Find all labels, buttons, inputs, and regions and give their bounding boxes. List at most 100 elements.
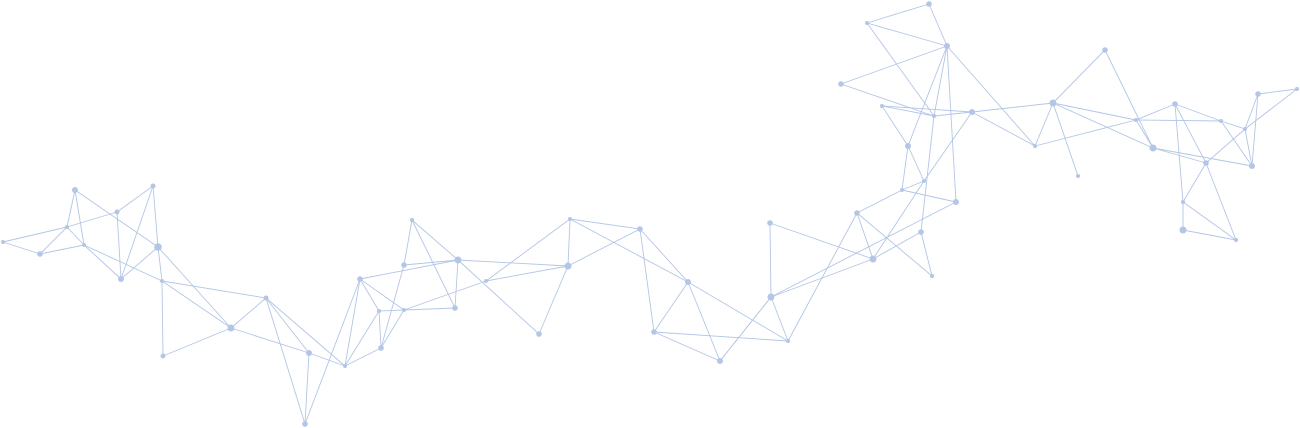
network-edge bbox=[901, 145, 909, 191]
network-edge bbox=[920, 115, 935, 233]
network-edge bbox=[378, 310, 382, 349]
network-edge bbox=[265, 297, 310, 354]
network-edge bbox=[856, 212, 933, 277]
network-edge bbox=[1182, 229, 1237, 241]
network-node bbox=[150, 183, 156, 189]
network-node bbox=[1234, 238, 1238, 242]
network-node bbox=[160, 353, 166, 359]
network-edge bbox=[1052, 49, 1106, 104]
network-node bbox=[880, 104, 884, 108]
network-edge bbox=[380, 264, 405, 349]
network-edge bbox=[787, 212, 858, 342]
network-node bbox=[72, 187, 78, 193]
network-edge bbox=[1220, 120, 1253, 167]
network-node bbox=[82, 243, 86, 247]
network-edge bbox=[856, 189, 903, 214]
network-node bbox=[564, 262, 572, 270]
network-edge bbox=[403, 280, 487, 311]
network-node bbox=[930, 274, 934, 278]
network-edge bbox=[567, 228, 641, 267]
network-edge bbox=[411, 219, 456, 309]
network-node bbox=[838, 81, 844, 87]
network-edge bbox=[39, 226, 68, 255]
network-node bbox=[1243, 127, 1247, 131]
network-node bbox=[1049, 99, 1057, 107]
network-edge bbox=[1182, 201, 1237, 241]
network-edge bbox=[157, 246, 232, 329]
network-node bbox=[1149, 144, 1157, 152]
network-edge bbox=[265, 297, 346, 367]
network-edge bbox=[66, 189, 76, 228]
network-edge bbox=[403, 219, 413, 266]
network-edge bbox=[265, 297, 306, 425]
network-node bbox=[651, 329, 657, 335]
network-node bbox=[302, 421, 308, 427]
network-node bbox=[932, 114, 936, 118]
network-node bbox=[484, 279, 488, 283]
network-edge bbox=[83, 244, 122, 280]
network-edge bbox=[120, 246, 159, 280]
network-edge bbox=[230, 327, 310, 354]
network-edge bbox=[881, 105, 935, 117]
network-node bbox=[402, 308, 406, 312]
network-node bbox=[854, 210, 860, 216]
network-edges bbox=[2, 3, 1298, 425]
network-node bbox=[1181, 200, 1185, 204]
network-node bbox=[1219, 119, 1223, 123]
network-node bbox=[378, 345, 384, 351]
network-edge bbox=[901, 180, 925, 191]
network-node bbox=[1255, 91, 1261, 97]
network-edge bbox=[1135, 119, 1222, 122]
network-node bbox=[263, 295, 269, 301]
network-edge bbox=[359, 259, 459, 280]
network-edge bbox=[567, 218, 571, 267]
network-edge bbox=[457, 259, 569, 267]
network-edge bbox=[769, 222, 874, 260]
network-edge bbox=[411, 219, 459, 261]
network-edge bbox=[769, 222, 772, 298]
network-node bbox=[953, 199, 959, 205]
network-node bbox=[454, 256, 462, 264]
network-edge bbox=[66, 226, 85, 246]
network-edge bbox=[1182, 162, 1207, 203]
network-node bbox=[568, 217, 572, 221]
network-edge bbox=[359, 278, 405, 311]
network-edge bbox=[840, 45, 948, 85]
network-edge bbox=[161, 280, 267, 299]
network-node bbox=[1102, 47, 1108, 53]
network-node bbox=[637, 226, 643, 232]
network-edge bbox=[157, 246, 163, 282]
network-edge bbox=[74, 189, 85, 246]
network-node bbox=[410, 218, 414, 222]
network-edge bbox=[971, 111, 1036, 147]
network-edge bbox=[1052, 102, 1154, 149]
network-node bbox=[1134, 118, 1138, 122]
network-edge bbox=[872, 231, 922, 260]
network-edge bbox=[1174, 103, 1184, 203]
network-edge bbox=[304, 352, 310, 425]
network-node bbox=[1172, 101, 1178, 107]
network-node bbox=[905, 143, 911, 149]
network-node bbox=[1249, 163, 1255, 169]
network-node bbox=[717, 358, 723, 364]
network-edge bbox=[687, 281, 721, 362]
network-node bbox=[767, 293, 775, 301]
network-edge bbox=[881, 105, 909, 147]
network-node bbox=[227, 324, 235, 332]
network-edge bbox=[639, 228, 655, 333]
network-node bbox=[118, 276, 124, 282]
network-node bbox=[1295, 87, 1299, 91]
network-node bbox=[357, 276, 363, 282]
network-edge bbox=[1244, 128, 1253, 167]
network-edge bbox=[308, 352, 346, 367]
network-edge bbox=[881, 105, 973, 113]
network-edge bbox=[866, 22, 948, 47]
network-edge bbox=[378, 309, 405, 312]
network-node bbox=[900, 188, 904, 192]
network-node bbox=[1, 240, 5, 244]
network-edge bbox=[920, 231, 933, 277]
network-edge bbox=[1244, 88, 1298, 130]
network-edge bbox=[946, 45, 957, 203]
